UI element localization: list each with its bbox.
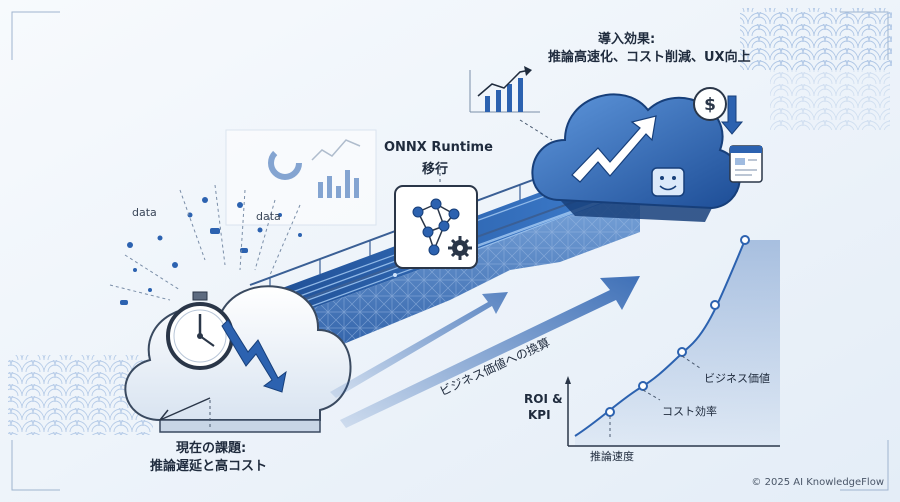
gear-icon — [448, 236, 472, 260]
data-particles — [120, 197, 302, 305]
kpi-tick-value: ビジネス価値 — [704, 372, 770, 385]
mini-growth-chart — [469, 66, 540, 113]
neural-network-icon — [394, 185, 478, 269]
kpi-point-speed — [605, 407, 615, 417]
data-label-left: data — [132, 206, 157, 219]
problem-detail: 推論遅延と高コスト — [150, 459, 268, 474]
migration-subtitle: 移行 — [422, 162, 449, 177]
smiley-screen-icon — [651, 167, 685, 197]
uptrend-arrow-icon — [571, 115, 657, 183]
benefits-detail: 推論高速化、コスト削減、UX向上 — [548, 50, 751, 65]
migration-title: ONNX Runtime — [384, 140, 493, 155]
conversion-arrows — [330, 276, 640, 428]
kpi-point-value — [677, 347, 687, 357]
browser-window-icon — [729, 145, 763, 183]
svg-text:$: $ — [704, 95, 716, 115]
dollar-down-icon: $ — [693, 87, 744, 135]
kpi-label-line2: KPI — [528, 408, 551, 422]
wave-pattern-top-right — [740, 8, 892, 70]
downtrend-arrow-icon — [221, 319, 287, 393]
kpi-tick-speed: 推論速度 — [590, 450, 634, 463]
kpi-tick-cost: コスト効率 — [662, 405, 717, 418]
problem-heading: 現在の課題: — [176, 441, 247, 456]
kpi-point-cost — [638, 381, 648, 391]
benefits-heading: 導入効果: — [598, 32, 656, 47]
background-dashboard — [225, 129, 377, 226]
copyright: © 2025 AI KnowledgeFlow — [751, 477, 884, 488]
data-label-right: data — [256, 210, 281, 223]
kpi-label-line1: ROI & — [524, 392, 563, 406]
